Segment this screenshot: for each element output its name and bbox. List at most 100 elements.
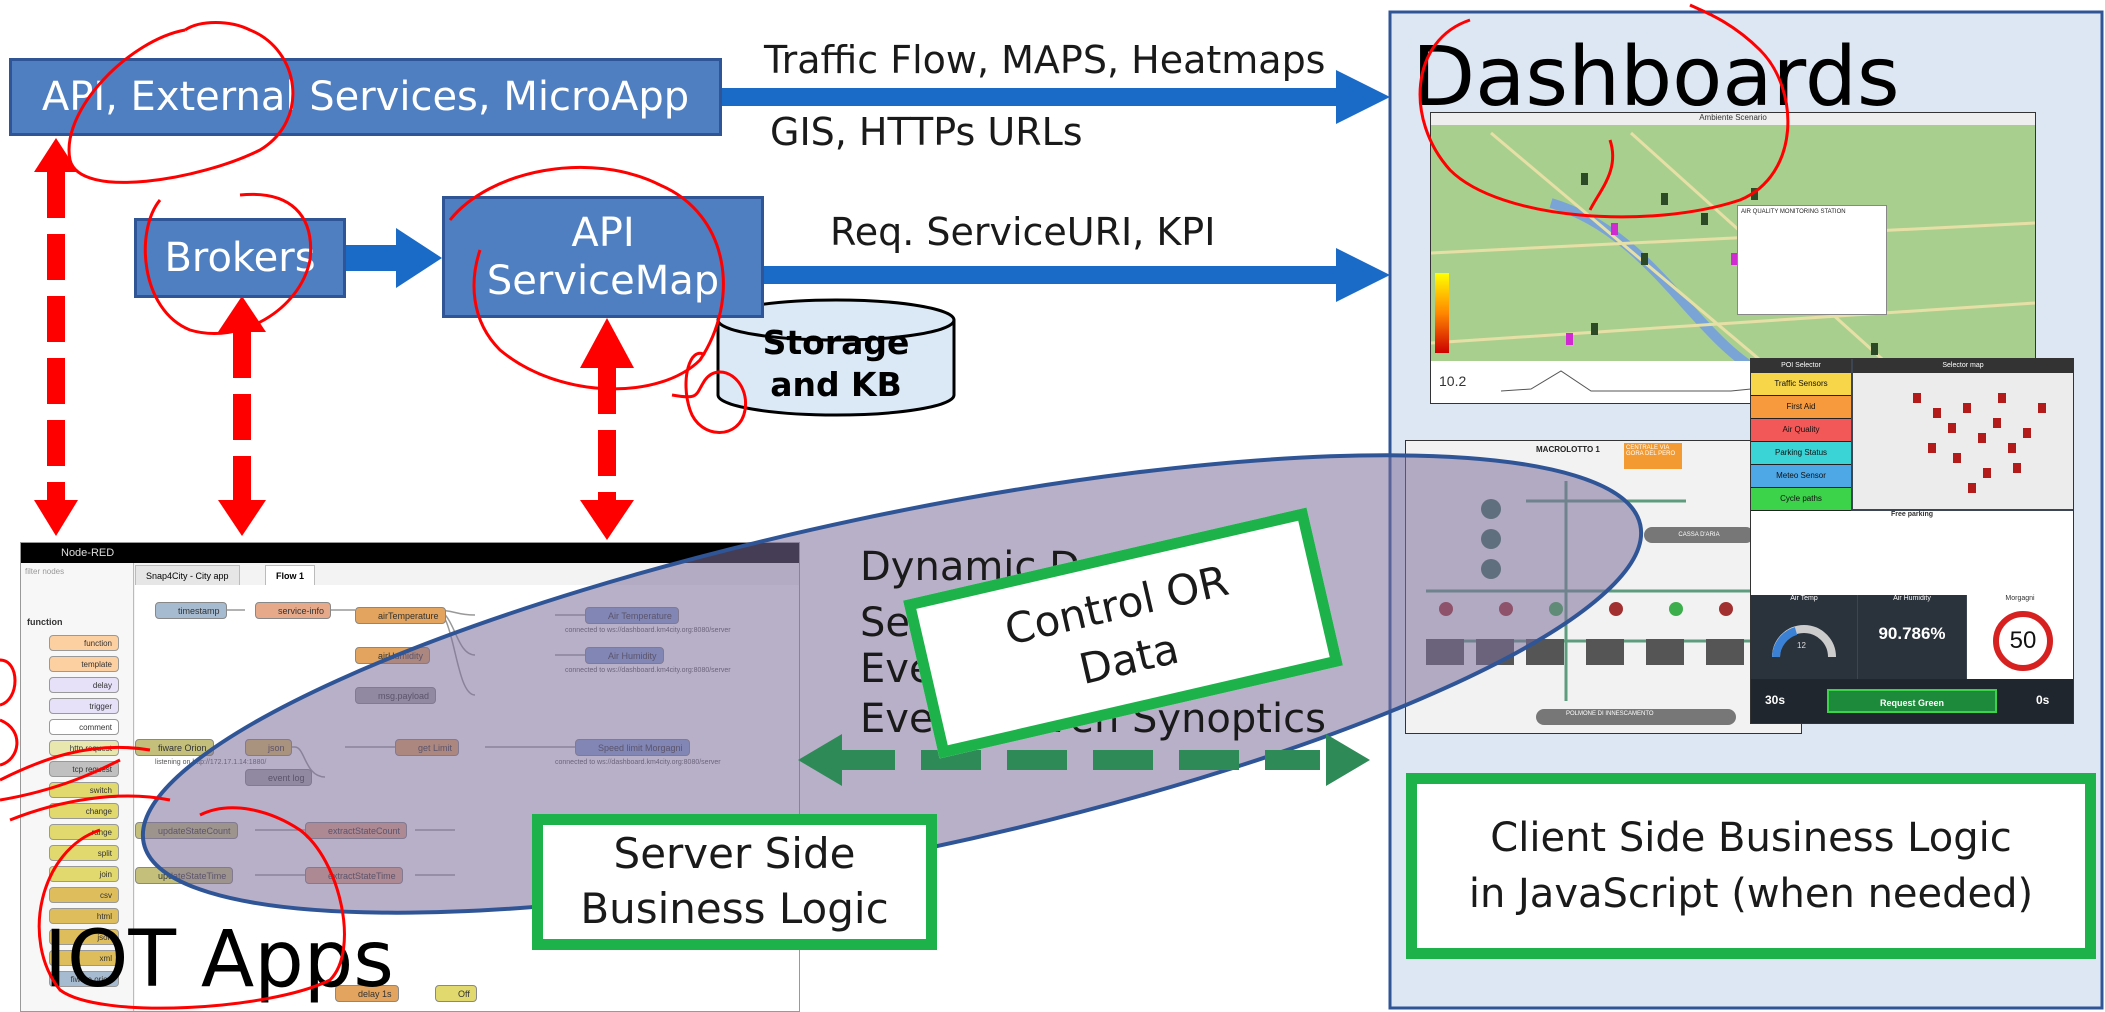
red-arrow-left (34, 138, 78, 536)
dashboard-synoptic-screenshot: MACROLOTTO 1 CENTRALE VIA GORA DEL PERO … (1405, 440, 1802, 734)
palette-node[interactable]: range (49, 824, 119, 840)
se-label: Se (860, 600, 910, 646)
free-parking-chart: Free parking (1751, 511, 2073, 595)
flow-node[interactable]: extractStateCount (305, 822, 408, 839)
req-serviceuri-label: Req. ServiceURI, KPI (830, 210, 1216, 254)
palette-node[interactable]: comment (49, 719, 119, 735)
flow-node[interactable]: json (245, 739, 292, 756)
gis-label: GIS, HTTPs URLs (770, 110, 1083, 154)
client-side-box: Client Side Business Logic in JavaScript… (1406, 773, 2096, 959)
palette-node[interactable]: split (49, 845, 119, 861)
storage-label-line1: Storage (762, 323, 910, 362)
palette-node[interactable]: http request (49, 740, 119, 756)
flow-node[interactable]: timestamp (155, 602, 227, 619)
flow-node[interactable]: Air Temperature (585, 607, 679, 624)
request-green-button[interactable]: Request Green (1827, 689, 1997, 713)
server-side-line1: Server Side (613, 829, 856, 879)
listening-note: listening on http://172.17.1.14:1880/ (155, 759, 267, 766)
tab-city-app[interactable]: Snap4City - City app (135, 565, 240, 586)
selector-map (1853, 373, 2073, 509)
flow-node[interactable]: airTemperature (355, 607, 446, 624)
palette-node[interactable]: change (49, 803, 119, 819)
palette-node[interactable]: function (49, 635, 119, 651)
flow-node[interactable]: Off (435, 985, 477, 1002)
poi-item[interactable]: Air Quality (1751, 419, 1851, 442)
selector-map-markers (1913, 393, 2046, 493)
palette-node[interactable]: template (49, 656, 119, 672)
poi-item[interactable]: Meteo Sensor (1751, 465, 1851, 488)
api-servicemap-box: API ServiceMap (442, 196, 764, 318)
client-side-line1: Client Side Business Logic (1490, 815, 2012, 861)
flow-node[interactable]: event log (245, 769, 312, 786)
poi-selector-title: POI Selector (1751, 359, 1851, 373)
synoptic-pipes (1426, 481, 1794, 725)
poi-item[interactable]: First Aid (1751, 396, 1851, 419)
storage-cylinder (716, 298, 956, 417)
arrow-to-dashboards-middle (762, 248, 1390, 302)
poi-item[interactable]: Parking Status (1751, 442, 1851, 465)
synoptic-title: MACROLOTTO 1 (1536, 445, 1600, 454)
flow-node[interactable]: msg.payload (355, 687, 437, 704)
flow-node[interactable]: service-info (255, 602, 332, 619)
flow-node[interactable]: get Limit (395, 739, 460, 756)
map-popup: AIR QUALITY MONITORING STATION (1737, 205, 1887, 315)
flow-node[interactable]: delay 1s (335, 985, 399, 1002)
palette-node[interactable]: tcp request (49, 761, 119, 777)
palette-node[interactable]: join (49, 866, 119, 882)
flow-node[interactable]: updateStateCount (135, 822, 238, 839)
map-popup-title: AIR QUALITY MONITORING STATION (1741, 209, 1846, 215)
palette-node[interactable]: delay (49, 677, 119, 693)
flow-node[interactable]: airHumidity (355, 647, 431, 664)
free-parking-title: Free parking (1890, 511, 1933, 518)
flow-node[interactable]: updateStateTime (135, 867, 234, 884)
poi-item[interactable]: Traffic Sensors (1751, 373, 1851, 396)
map-chart-value: 10.2 (1439, 373, 1467, 389)
api-servicemap-line2: ServiceMap (486, 258, 720, 304)
poi-item[interactable]: Cycle paths (1751, 488, 1851, 511)
flow-node[interactable]: Speed limit Morgagni (575, 739, 690, 756)
storage-label: Storage and KB (740, 322, 932, 406)
gauge-value: 12 (1797, 641, 1806, 650)
tab-flow-1[interactable]: Flow 1 (265, 565, 316, 586)
server-side-box: Server Side Business Logic (532, 814, 937, 950)
selector-map-title: Selector map (1853, 359, 2073, 373)
palette-node[interactable]: switch (49, 782, 119, 798)
api-external-services-box: API, External Services, MicroApp (9, 58, 722, 136)
traffic-flow-label: Traffic Flow, MAPS, Heatmaps (764, 38, 1326, 82)
brokers-label: Brokers (164, 235, 316, 281)
arrow-to-dashboards-top (720, 70, 1390, 124)
brokers-box: Brokers (134, 218, 346, 298)
palette-filter-input[interactable]: filter nodes (25, 567, 65, 576)
speed-limit-sign: 50 (1993, 611, 2053, 671)
iot-apps-title: IOT Apps (44, 915, 394, 1005)
flow-node[interactable]: Air Humidity (585, 647, 664, 664)
palette-node[interactable]: csv (49, 887, 119, 903)
humidity-value: 90.786% (1878, 624, 1946, 643)
air-humidity-title: Air Humidity (1893, 595, 1931, 602)
red-arrow-brokers (218, 296, 266, 536)
air-humidity-widget: Air Humidity 90.786% (1858, 595, 1966, 679)
palette-category[interactable]: function (27, 617, 63, 627)
connected-note-1: connected to ws://dashboard.km4city.org:… (565, 627, 731, 634)
flow-node[interactable]: extractStateTime (305, 867, 403, 884)
dashboard-poi-screenshot: POI Selector Selector map Traffic Sensor… (1750, 358, 2074, 724)
gauge (1772, 625, 1836, 658)
dashboards-title: Dashboards (1412, 30, 1900, 125)
flow-node[interactable]: fiware Orion (135, 739, 214, 756)
palette-node[interactable]: trigger (49, 698, 119, 714)
api-servicemap-line1: API (571, 210, 635, 256)
air-temp-widget: Air Temp 12 (1751, 595, 1857, 679)
storage-label-line2: and KB (770, 365, 902, 405)
synoptic-bottom: POLMONE DI INNESCAMENTO (1566, 711, 1654, 717)
nodered-header: Node-RED (21, 543, 799, 563)
api-external-services-label: API, External Services, MicroApp (41, 74, 690, 120)
air-temp-title: Air Temp (1790, 595, 1818, 602)
red-arrow-servicemap (580, 318, 634, 540)
server-side-line2: Business Logic (580, 884, 889, 933)
morgagni-widget: Morgagni 50 (1967, 595, 2073, 679)
timer-right: 0s (2036, 693, 2050, 707)
arrow-brokers-to-servicemap (346, 228, 442, 288)
nodered-title: Node-RED (61, 547, 115, 559)
connected-note-3: connected to ws://dashboard.km4city.org:… (555, 759, 721, 766)
